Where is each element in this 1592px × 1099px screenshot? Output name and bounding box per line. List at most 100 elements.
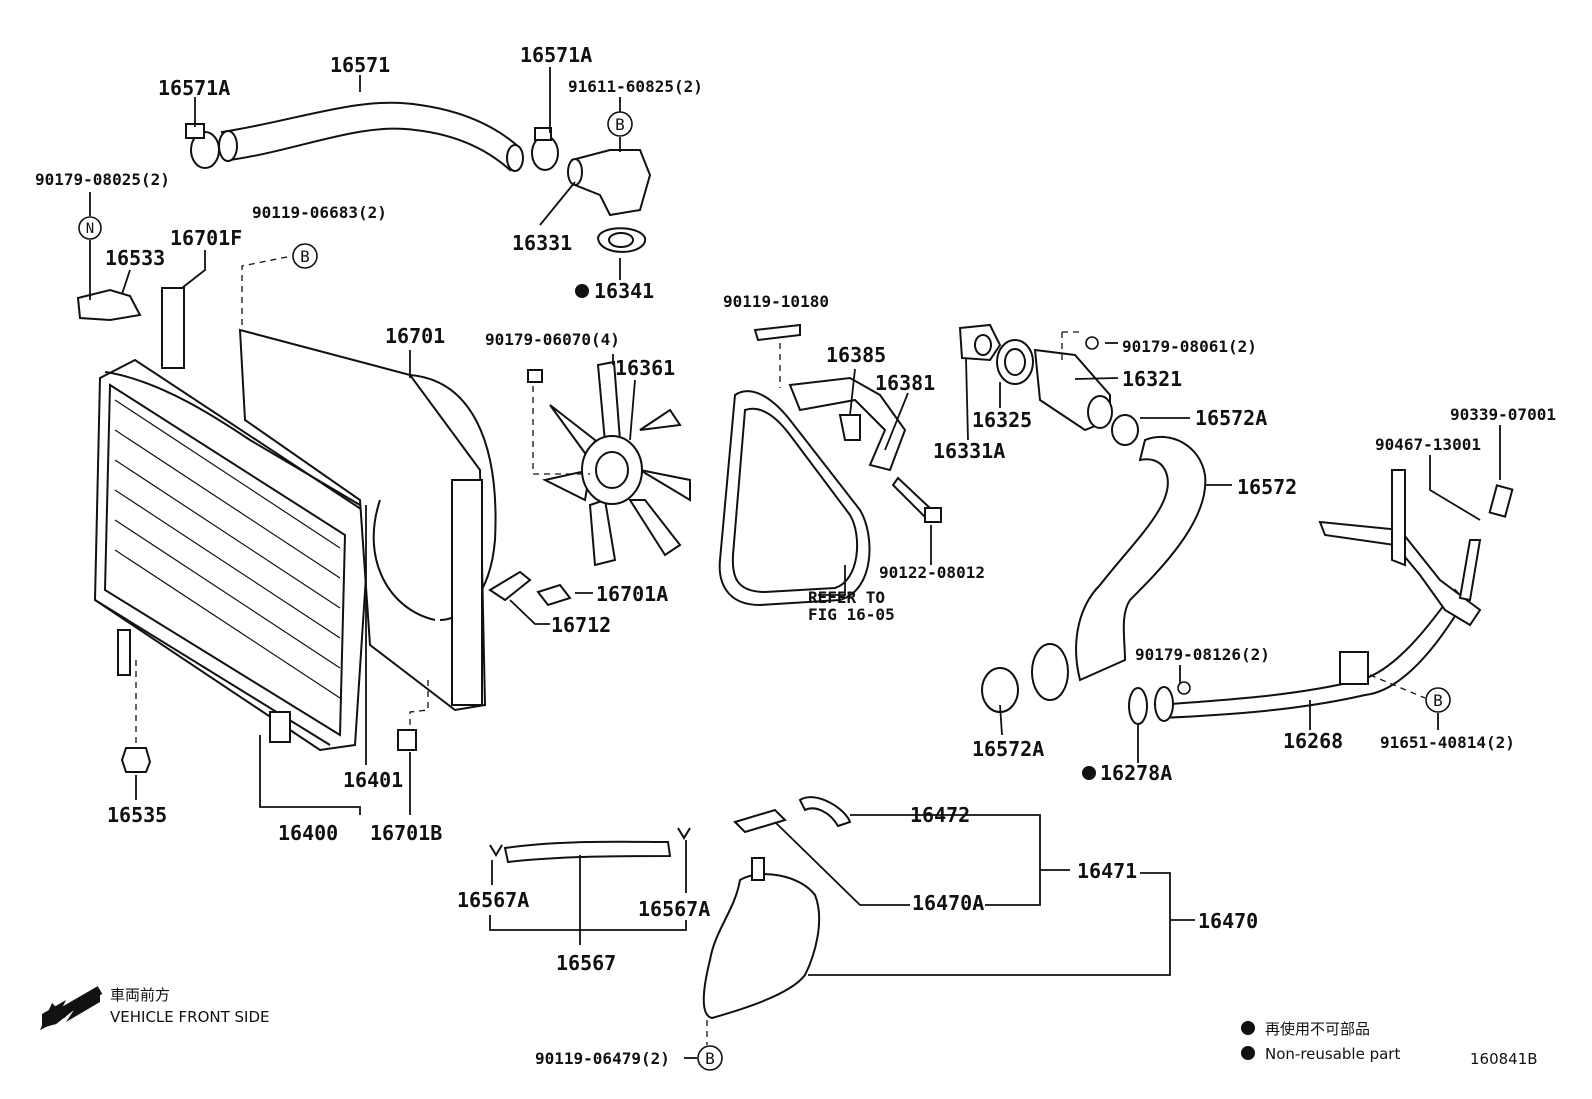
shroud-clip	[397, 729, 417, 751]
label-90119-06479[interactable]: 90119-06479(2)	[535, 1049, 670, 1068]
label-90467-13001[interactable]: 90467-13001	[1375, 435, 1481, 454]
hose-clamp-left	[185, 123, 220, 169]
cooling-fan	[542, 360, 691, 567]
b-marker-inlet: B	[607, 111, 633, 137]
label-16567A-left[interactable]: 16567A	[457, 888, 529, 912]
hose-clip-left	[489, 844, 503, 857]
svg-text:B: B	[615, 115, 625, 134]
refer-to-line2: FIG 16-05	[808, 605, 895, 624]
shroud-seal	[161, 287, 185, 369]
label-16571[interactable]: 16571	[330, 53, 390, 77]
label-91651-40814[interactable]: 91651-40814(2)	[1380, 733, 1515, 752]
label-16401[interactable]: 16401	[343, 768, 403, 792]
label-90119-10180[interactable]: 90119-10180	[723, 292, 829, 311]
label-16472[interactable]: 16472	[910, 803, 970, 827]
svg-text:B: B	[1433, 691, 1443, 710]
drive-belt	[718, 390, 871, 607]
vehicle-front-en: VEHICLE FRONT SIDE	[110, 1008, 270, 1026]
label-16571A-right[interactable]: 16571A	[520, 43, 592, 67]
label-16325[interactable]: 16325	[972, 408, 1032, 432]
label-16268[interactable]: 16268	[1283, 729, 1343, 753]
label-90179-08126[interactable]: 90179-08126(2)	[1135, 645, 1270, 664]
small-hose	[1458, 484, 1514, 602]
arrow-head-icon	[40, 1003, 66, 1030]
reservoir-tank	[702, 857, 821, 1020]
adjust-bolt	[891, 476, 942, 523]
shroud-bracket	[488, 570, 532, 602]
water-outlet	[958, 323, 1113, 432]
lower-radiator-hose	[1031, 435, 1207, 701]
label-16567[interactable]: 16567	[556, 951, 616, 975]
lower-cushion	[120, 747, 152, 773]
radiator-support	[76, 288, 142, 322]
label-90179-08061[interactable]: 90179-08061(2)	[1122, 337, 1257, 356]
label-16381[interactable]: 16381	[875, 371, 935, 395]
shroud-retainer	[536, 583, 572, 607]
label-16321[interactable]: 16321	[1122, 367, 1182, 391]
label-90339-07001[interactable]: 90339-07001	[1450, 405, 1556, 424]
bullet-icon	[1241, 1046, 1255, 1060]
label-16701A[interactable]: 16701A	[596, 582, 668, 606]
radiator	[93, 358, 372, 752]
label-16331[interactable]: 16331	[512, 231, 572, 255]
label-90122-08012[interactable]: 90122-08012	[879, 563, 985, 582]
small-nut-90179-08061	[1085, 336, 1099, 350]
refer-to-line1: REFER TO	[808, 588, 885, 607]
b-marker-reservoir: B	[697, 1045, 723, 1071]
label-16535[interactable]: 16535	[107, 803, 167, 827]
svg-text:N: N	[86, 221, 94, 237]
overflow-hose	[798, 796, 852, 828]
svg-text:B: B	[300, 247, 310, 266]
upper-radiator-hose	[218, 101, 524, 172]
reservoir-hose	[503, 840, 672, 864]
label-16712[interactable]: 16712	[551, 613, 611, 637]
vehicle-front-jp: 車両前方	[110, 986, 170, 1004]
n-marker: N	[78, 216, 102, 240]
hose-clamp-right	[531, 127, 559, 171]
nonreusable-en: Non-reusable part	[1265, 1045, 1400, 1063]
label-16572A-bottom[interactable]: 16572A	[972, 737, 1044, 761]
label-16470[interactable]: 16470	[1198, 909, 1258, 933]
label-16701B[interactable]: 16701B	[370, 821, 442, 845]
bracket-bolt	[753, 323, 801, 342]
label-16567A-right[interactable]: 16567A	[638, 897, 710, 921]
belt-bracket	[788, 376, 907, 472]
label-90179-06070[interactable]: 90179-06070(4)	[485, 330, 620, 349]
reservoir-cap	[733, 808, 787, 834]
label-16341[interactable]: 16341	[594, 279, 654, 303]
leader-lines	[89, 67, 1501, 1059]
label-16701[interactable]: 16701	[385, 324, 445, 348]
label-16701F[interactable]: 16701F	[170, 226, 242, 250]
label-16571A-left[interactable]: 16571A	[158, 76, 230, 100]
markers: N B B B B	[78, 111, 1451, 1071]
label-16400[interactable]: 16400	[278, 821, 338, 845]
water-inlet	[567, 149, 652, 217]
label-16471[interactable]: 16471	[1077, 859, 1137, 883]
label-16572[interactable]: 16572	[1237, 475, 1297, 499]
nonreusable-bullet-16341	[575, 284, 589, 298]
b-marker-shroud: B	[292, 243, 318, 269]
nonreusable-legend: 再使用不可部品 Non-reusable part	[1241, 1020, 1400, 1063]
lower-hose-clamp-top	[1111, 414, 1139, 446]
label-16361[interactable]: 16361	[615, 356, 675, 380]
nonreusable-jp: 再使用不可部品	[1265, 1020, 1370, 1038]
bullet-icon	[1241, 1021, 1255, 1035]
label-90179-08025[interactable]: 90179-08025(2)	[35, 170, 170, 189]
front-direction-legend: 車両前方 VEHICLE FRONT SIDE	[40, 986, 270, 1032]
nonreusable-bullet-16278A	[1082, 766, 1096, 780]
label-16572A-top[interactable]: 16572A	[1195, 406, 1267, 430]
bypass-pipe	[1153, 469, 1482, 720]
label-16331A[interactable]: 16331A	[933, 439, 1005, 463]
label-16533[interactable]: 16533	[105, 246, 165, 270]
part-labels: 16571 16571A 16571A 91611-60825(2) 90179…	[35, 43, 1556, 1068]
small-nut-90179-08126	[1177, 681, 1191, 695]
label-91611-60825[interactable]: 91611-60825(2)	[568, 77, 703, 96]
label-16278A[interactable]: 16278A	[1100, 761, 1172, 785]
label-16385[interactable]: 16385	[826, 343, 886, 367]
label-90119-06683[interactable]: 90119-06683(2)	[252, 203, 387, 222]
fan-nut	[527, 369, 543, 383]
svg-text:B: B	[705, 1049, 715, 1068]
pipe-gaskets	[1128, 686, 1174, 725]
label-16470A[interactable]: 16470A	[912, 891, 984, 915]
